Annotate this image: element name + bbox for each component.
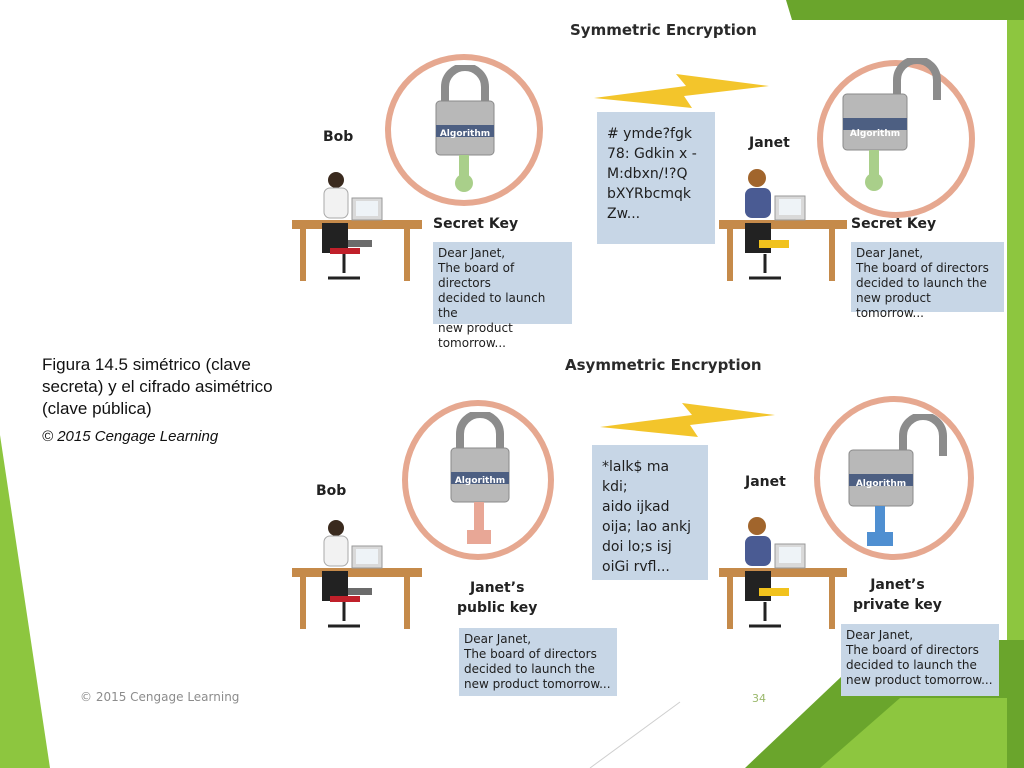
janet-desk-illustration xyxy=(719,169,847,281)
encryption-figure: Symmetric Encryption Bob Algorithm Secre… xyxy=(287,18,1007,700)
decor-line xyxy=(589,701,681,768)
symmetric-receiver-message: Dear Janet, The board of directors decid… xyxy=(851,242,1004,320)
asymmetric-title: Asymmetric Encryption xyxy=(565,356,762,374)
caption-credit: © 2015 Cengage Learning xyxy=(42,428,219,445)
asymmetric-ciphertext: *lalk$ ma kdi; aido ijkad oija; lao ankj… xyxy=(592,445,708,580)
asymmetric-sender-name: Bob xyxy=(316,483,347,499)
asymmetric-receiver-name: Janet xyxy=(745,474,786,490)
janet-desk-illustration xyxy=(719,517,847,629)
symmetric-receiver-name: Janet xyxy=(749,135,790,151)
symmetric-sender-name: Bob xyxy=(323,129,354,145)
symmetric-title: Symmetric Encryption xyxy=(570,21,757,39)
green-right-band xyxy=(1007,20,1024,768)
asymmetric-sender-key-label: Janet’s public key xyxy=(457,580,538,616)
receiver-algorithm-label: Algorithm xyxy=(855,479,907,489)
figure-caption: Figura 14.5 simétrico (clave secreta) y … xyxy=(42,355,273,418)
page-number: 34 xyxy=(752,692,766,705)
closed-lock-icon xyxy=(435,65,495,192)
green-top-right xyxy=(786,0,1024,20)
green-left-wedge xyxy=(0,435,50,768)
asymmetric-receiver-message: Dear Janet, The board of directors decid… xyxy=(841,624,999,696)
closed-lock-icon xyxy=(450,412,510,544)
symmetric-sender-message: Dear Janet, The board of directors decid… xyxy=(433,242,572,350)
symmetric-sender-key-label: Secret Key xyxy=(433,216,519,232)
open-lock-icon xyxy=(842,58,941,191)
open-lock-icon xyxy=(848,414,947,546)
sender-algorithm-label: Algorithm xyxy=(439,129,491,139)
lightning-icon xyxy=(594,74,769,108)
green-bottom-wedge xyxy=(820,698,1007,768)
asymmetric-receiver-key-label: Janet’s private key xyxy=(853,577,942,613)
footer-credit: © 2015 Cengage Learning xyxy=(80,690,240,704)
lightning-icon xyxy=(600,403,775,437)
receiver-algorithm-label: Algorithm xyxy=(849,129,901,139)
symmetric-ciphertext: # ymde?fgk 78: Gdkin x - M:dbxn/!?Q bXYR… xyxy=(597,112,715,244)
symmetric-receiver-key-label: Secret Key xyxy=(851,216,937,232)
asymmetric-sender-message: Dear Janet, The board of directors decid… xyxy=(459,628,617,696)
sender-algorithm-label: Algorithm xyxy=(454,476,506,486)
bob-desk-illustration xyxy=(292,520,422,629)
bob-desk-illustration xyxy=(292,172,422,281)
